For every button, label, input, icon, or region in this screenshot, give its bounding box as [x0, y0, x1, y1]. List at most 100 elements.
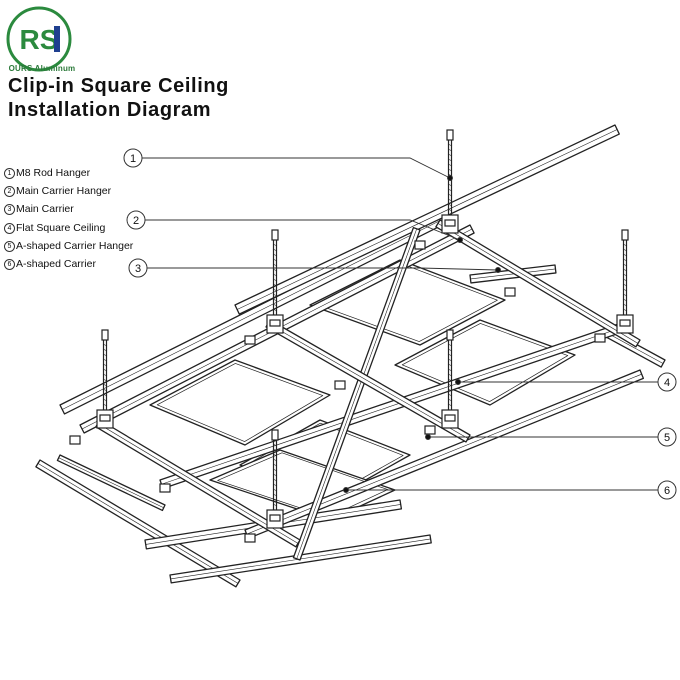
rod-thread	[272, 293, 278, 297]
rod-thread	[102, 378, 108, 382]
legend-label: Main Carrier Hanger	[16, 185, 112, 198]
callout-anchor-dot	[457, 237, 463, 243]
rod-thread	[272, 253, 278, 257]
hanger-nut	[269, 514, 281, 522]
rod-thread	[272, 303, 278, 307]
a-shaped-carrier-edge	[237, 129, 618, 310]
rod-thread	[272, 443, 278, 447]
rod-hanger-cap	[271, 229, 279, 241]
callout-leader-line	[145, 219, 461, 241]
callout-number: 3	[135, 263, 141, 275]
ceiling-panel	[394, 319, 576, 406]
a-shaped-carrier-hanger	[159, 483, 171, 493]
rod-thread	[447, 208, 453, 212]
rod-thread	[622, 273, 628, 277]
legend-label: A-shaped Carrier	[16, 258, 96, 271]
rod-thread	[272, 498, 278, 502]
rod-thread	[447, 153, 453, 157]
callout-circle	[123, 148, 143, 168]
rod-thread	[447, 393, 453, 397]
a-shaped-carrier-hanger	[594, 333, 606, 343]
logo-ring	[6, 6, 72, 72]
callout-anchor-dot	[447, 175, 453, 181]
hanger-nut	[99, 414, 111, 422]
rod-thread	[447, 403, 453, 407]
rod-thread	[272, 273, 278, 277]
rod-thread	[447, 368, 453, 372]
cross-carrier-edge	[437, 223, 639, 344]
logo-bar-icon	[54, 26, 60, 52]
rod-thread	[447, 163, 453, 167]
callout-anchor-dot	[495, 267, 501, 273]
callout-number: 6	[664, 485, 670, 497]
rod-thread	[102, 353, 108, 357]
rod-thread	[447, 158, 453, 162]
rod-thread	[447, 378, 453, 382]
rod-hangers	[69, 129, 634, 543]
rod-thread	[622, 283, 628, 287]
rod-hanger-cap	[271, 429, 279, 441]
a-shaped-carrier-edge	[607, 333, 664, 364]
rod-thread	[272, 308, 278, 312]
a-shaped-carrier-edge	[62, 219, 443, 410]
brand-name: OURS Aluminum	[8, 64, 76, 73]
callout-number: 4	[664, 377, 670, 389]
title-line-2: Installation Diagram	[8, 99, 212, 121]
callout-leader-line	[147, 267, 499, 271]
rod-thread	[447, 363, 453, 367]
rod-hanger-cap	[446, 329, 454, 341]
hanger-nut	[444, 219, 456, 227]
rod-thread	[622, 293, 628, 297]
callout-leaders	[142, 157, 658, 493]
rod-thread	[622, 248, 628, 252]
rod-thread	[447, 203, 453, 207]
callout-anchor-dot	[455, 379, 461, 385]
legend-number: 3	[4, 204, 15, 216]
rod-thread	[447, 148, 453, 152]
callout-anchor-dot	[425, 434, 431, 440]
hanger-nut	[269, 319, 281, 327]
rod-thread	[102, 363, 108, 367]
rod-thread	[102, 398, 108, 402]
rod-thread	[102, 388, 108, 392]
rod-thread	[447, 398, 453, 402]
legend-label: Main Carrier	[16, 203, 74, 216]
rod-thread	[272, 468, 278, 472]
rod-thread	[272, 263, 278, 267]
callout-leader-line	[142, 157, 451, 179]
ceiling-panel	[309, 259, 506, 346]
a-shaped-carrier-hanger	[424, 425, 436, 435]
a-shaped-carrier-hanger	[69, 435, 81, 445]
a-shaped-carrier-hanger	[244, 533, 256, 543]
ceiling-panel-inset	[156, 363, 324, 442]
rod-thread	[272, 288, 278, 292]
page-title: Clip-in Square Ceiling Installation Diag…	[8, 74, 229, 122]
rod-thread	[447, 188, 453, 192]
rod-thread	[272, 493, 278, 497]
a-shaped-carrier-edge	[470, 268, 556, 280]
legend-label: A-shaped Carrier Hanger	[16, 239, 134, 252]
rod-thread	[447, 198, 453, 202]
rod-thread	[272, 248, 278, 252]
a-shaped-carrier-hanger	[244, 335, 256, 345]
rod-thread	[272, 453, 278, 457]
ceiling-panel	[149, 359, 331, 446]
rod-thread	[622, 258, 628, 262]
a-shaped-carrier-clip-edge	[58, 457, 164, 508]
ceiling-panel-inset	[401, 323, 569, 402]
rod-thread	[447, 373, 453, 377]
legend-label: M8 Rod Hanger	[16, 167, 91, 179]
logo-inner	[12, 12, 66, 66]
rod-thread	[102, 348, 108, 352]
rod-thread	[622, 303, 628, 307]
a-shaped-carrier-hanger	[414, 240, 426, 250]
rod-hanger-cap	[446, 129, 454, 141]
rod-thread	[272, 463, 278, 467]
rod-thread	[272, 283, 278, 287]
rod-thread	[102, 393, 108, 397]
rod-thread	[622, 278, 628, 282]
rod-thread	[447, 388, 453, 392]
